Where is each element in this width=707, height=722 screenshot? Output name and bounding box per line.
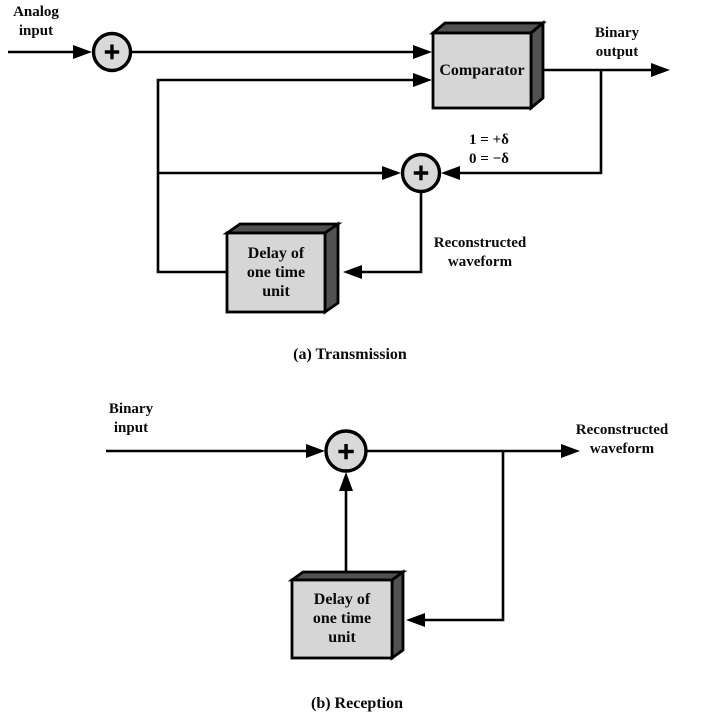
summing-junction-1 [91, 31, 133, 73]
comparator-box-top [429, 21, 547, 35]
reconstructed-label-b: Reconstructed waveform [575, 422, 669, 457]
arrowhead-icon [343, 265, 362, 279]
arrowhead-icon [413, 73, 432, 87]
comparator-label: Comparator [439, 62, 525, 79]
delay-label-b: Delay of one time unit [312, 591, 372, 646]
feedback-wire [156, 78, 415, 274]
binary-input-label: Binary input [108, 401, 154, 436]
arrowhead-icon [73, 45, 92, 59]
reconstructed-wire [360, 193, 423, 274]
delay-box-a [225, 231, 327, 314]
arrowhead-icon [382, 166, 401, 180]
plus-icon: + [104, 38, 120, 69]
plus-icon: + [413, 159, 429, 190]
arrowhead-icon [651, 63, 670, 77]
transmission-diagram: + + [8, 20, 670, 315]
diagram-linework: + + [8, 20, 670, 661]
comparator-box-side [529, 20, 545, 111]
arrowhead-icon [413, 45, 432, 59]
delay-box-a-side [323, 221, 340, 315]
delay-feedback-wire [423, 451, 505, 622]
reconstructed-label-a: Reconstructed waveform [433, 235, 527, 270]
caption-transmission: (a) Transmission [293, 346, 407, 363]
arrowhead-icon [441, 166, 460, 180]
analog-input-label: Analog input [13, 4, 59, 39]
delay-box-b-side [390, 569, 405, 661]
binary-output-label: Binary output [594, 25, 640, 60]
arrowhead-icon [561, 444, 580, 458]
summing-junction-2 [400, 152, 442, 194]
reception-diagram: + [106, 429, 580, 661]
summing-junction-3 [324, 429, 368, 473]
plus-icon: + [337, 436, 354, 469]
summer2-right-wire [459, 70, 603, 175]
caption-reception: (b) Reception [311, 695, 403, 712]
arrowhead-icon [306, 444, 325, 458]
delay-label-a: Delay of one time unit [246, 245, 306, 300]
arrowhead-icon [339, 472, 353, 491]
comparator-box [431, 31, 533, 110]
delay-box-b [290, 578, 394, 660]
arrowhead-icon [406, 613, 425, 627]
delta-legend: 1 = +δ 0 = −δ [469, 132, 509, 167]
